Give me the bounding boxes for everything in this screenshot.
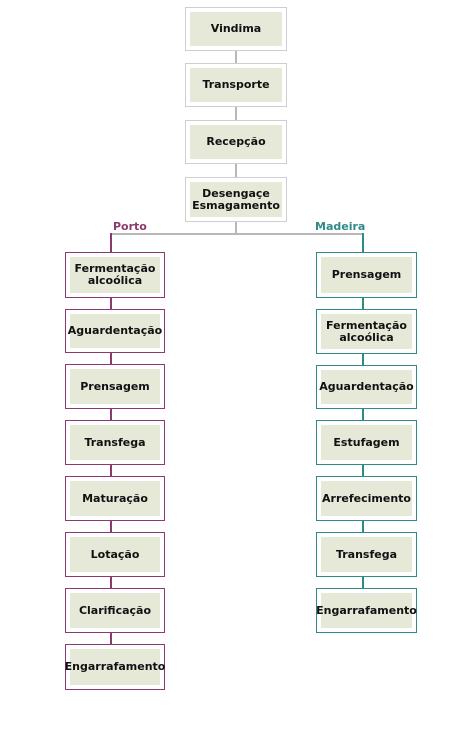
connector-line (110, 521, 112, 532)
madeira-step-prensagem: Prensagem (316, 252, 417, 298)
madeira-step-engarrafamento: Engarrafamento (316, 588, 417, 633)
connector-line (110, 465, 112, 476)
madeira-step-estufagem: Estufagem (316, 420, 417, 465)
step-transporte: Transporte (185, 63, 287, 107)
step-label: Transporte (190, 68, 282, 102)
connector-line (235, 107, 237, 120)
step-label: Recepção (190, 125, 282, 159)
step-label: Estufagem (321, 425, 412, 460)
step-label: Clarificação (70, 593, 160, 628)
porto-step-clarificacao: Clarificação (65, 588, 165, 633)
porto-step-prensagem: Prensagem (65, 364, 165, 409)
connector-line (362, 521, 364, 532)
connector-line (110, 633, 112, 644)
step-label: Engarrafamento (316, 593, 417, 628)
connector-line (110, 353, 112, 364)
porto-branch-label: Porto (113, 220, 147, 233)
step-label: Lotação (70, 537, 160, 572)
connector-line (362, 465, 364, 476)
step-label: Arrefecimento (321, 481, 412, 516)
connector-line (110, 233, 112, 252)
madeira-step-arrefecimento: Arrefecimento (316, 476, 417, 521)
connector-line (362, 233, 364, 252)
step-label: Prensagem (70, 369, 160, 404)
porto-step-aguardentacao: Aguardentação (65, 309, 165, 353)
connector-line (110, 577, 112, 588)
step-label: Engarrafamento (65, 649, 165, 685)
connector-line (110, 298, 112, 309)
step-label: Prensagem (321, 257, 412, 293)
connector-line (362, 298, 364, 309)
porto-step-maturacao: Maturação (65, 476, 165, 521)
madeira-branch-label: Madeira (315, 220, 366, 233)
connector-line (362, 409, 364, 420)
step-label: Vindima (190, 12, 282, 46)
branch-split-line (110, 233, 363, 235)
step-label: Transfega (321, 537, 412, 572)
connector-line (110, 409, 112, 420)
connector-line (235, 51, 237, 64)
porto-step-engarrafamento: Engarrafamento (65, 644, 165, 690)
step-recepcao: Recepção (185, 120, 287, 164)
step-label: Transfega (70, 425, 160, 460)
step-label: Aguardentação (319, 370, 414, 404)
connector-line (362, 354, 364, 365)
connector-line (362, 577, 364, 588)
step-vindima: Vindima (185, 7, 287, 51)
step-label: Maturação (70, 481, 160, 516)
porto-step-lotacao: Lotação (65, 532, 165, 577)
madeira-step-transfega: Transfega (316, 532, 417, 577)
porto-step-transfega: Transfega (65, 420, 165, 465)
connector-line (235, 164, 237, 177)
madeira-step-aguardentacao: Aguardentação (316, 365, 417, 409)
step-label: Aguardentação (68, 314, 162, 348)
connector-line (235, 222, 237, 234)
